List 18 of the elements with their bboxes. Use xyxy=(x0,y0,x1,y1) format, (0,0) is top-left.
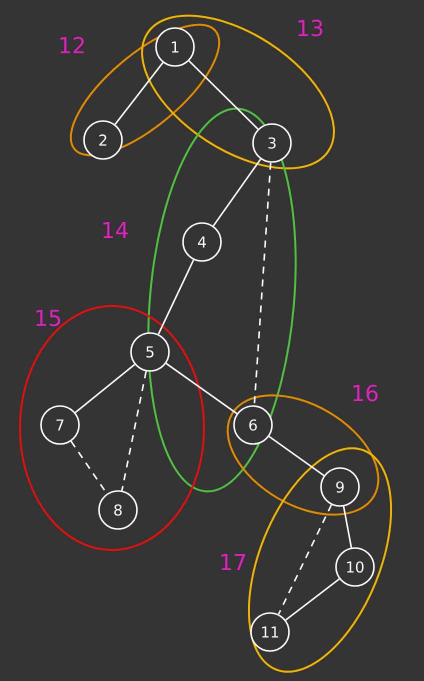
edge xyxy=(342,506,352,548)
loop-number: 16 xyxy=(353,384,378,402)
loop-number: 12 xyxy=(60,36,84,54)
edge xyxy=(114,62,164,125)
edge xyxy=(212,158,262,226)
loop-number: 13 xyxy=(298,20,322,36)
edge xyxy=(121,371,147,491)
edge xyxy=(285,578,340,621)
edge xyxy=(278,504,332,615)
edge xyxy=(158,260,194,334)
loop-number: 17 xyxy=(221,554,246,570)
loop-number: 15 xyxy=(36,310,60,326)
edge xyxy=(166,362,238,414)
edge xyxy=(188,60,258,130)
edge xyxy=(268,436,324,476)
loop-number: 14 xyxy=(103,222,128,238)
edge xyxy=(74,364,136,414)
edge xyxy=(254,162,272,406)
